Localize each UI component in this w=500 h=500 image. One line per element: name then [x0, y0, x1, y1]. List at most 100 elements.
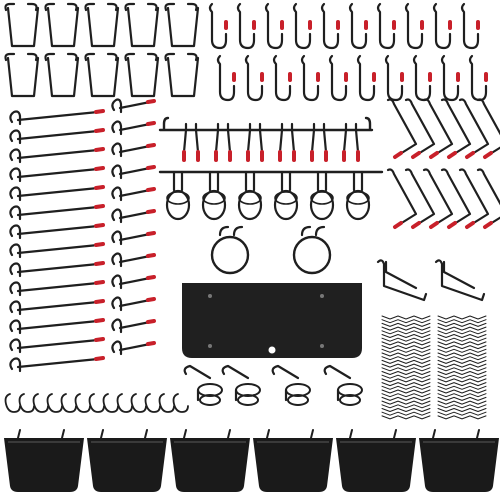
small-curved-hook: [102, 393, 119, 413]
j-hook-with-red-tip: [216, 54, 236, 102]
straight-peg-hook: [9, 223, 105, 240]
black-storage-bin: [87, 429, 167, 492]
small-curved-hook: [32, 393, 49, 413]
straight-peg-hook: [111, 230, 156, 246]
j-hook-with-red-tip: [468, 54, 488, 102]
u-shaped-wire-hook: [4, 52, 40, 98]
small-curved-hook: [158, 393, 175, 413]
straight-peg-hook: [9, 147, 105, 164]
j-hook-with-red-tip: [244, 54, 264, 102]
l-hook-with-red-tip: [476, 168, 500, 229]
u-shaped-wire-hook: [84, 52, 120, 98]
pegboard-locking-clips: [381, 315, 431, 420]
straight-peg-hook: [9, 109, 105, 126]
spring-loop-tool-holder: [183, 364, 223, 406]
black-storage-bin: [170, 429, 250, 492]
multi-ring-tool-holder: [158, 170, 384, 221]
u-shaped-wire-hook: [4, 2, 40, 48]
straight-peg-hook: [111, 142, 156, 158]
j-hook-with-red-tip: [320, 2, 340, 50]
straight-peg-hook: [9, 185, 105, 202]
l-hook-with-red-tip: [386, 98, 418, 159]
straight-peg-hook: [111, 296, 156, 312]
j-hook-with-red-tip: [272, 54, 292, 102]
ring-hook: [210, 225, 250, 275]
small-curved-hook: [18, 393, 35, 413]
u-shaped-wire-hook: [164, 52, 200, 98]
u-shaped-wire-hook: [84, 2, 120, 48]
l-hook-with-red-tip: [458, 98, 490, 159]
u-shaped-wire-hook: [124, 52, 160, 98]
straight-peg-hook: [9, 166, 105, 183]
small-curved-hook: [116, 393, 133, 413]
small-curved-hook: [4, 393, 21, 413]
black-storage-bin: [419, 429, 499, 492]
black-storage-bin: [253, 429, 333, 492]
small-curved-hook: [60, 393, 77, 413]
straight-peg-hook: [111, 252, 156, 268]
straight-peg-hook: [9, 242, 105, 259]
l-hook-with-red-tip: [404, 98, 436, 159]
black-screwdriver-plate: [182, 283, 362, 358]
small-curved-hook: [144, 393, 161, 413]
j-hook-with-red-tip: [432, 2, 452, 50]
wire-shelf-bracket: [376, 259, 428, 302]
l-hook-with-red-tip: [440, 168, 472, 229]
j-hook-with-red-tip: [208, 2, 228, 50]
j-hook-with-red-tip: [404, 2, 424, 50]
black-storage-bin: [4, 429, 84, 492]
ring-hook: [292, 225, 332, 275]
straight-peg-hook: [9, 261, 105, 278]
l-hook-with-red-tip: [458, 168, 490, 229]
pegboard-locking-clips: [437, 315, 487, 420]
straight-peg-hook: [9, 204, 105, 221]
j-hook-with-red-tip: [412, 54, 432, 102]
j-hook-with-red-tip: [460, 2, 480, 50]
straight-peg-hook: [9, 280, 105, 297]
straight-peg-hook: [9, 128, 105, 145]
j-hook-with-red-tip: [264, 2, 284, 50]
j-hook-with-red-tip: [292, 2, 312, 50]
straight-peg-hook: [111, 186, 156, 202]
spring-loop-tool-holder: [271, 364, 311, 406]
straight-peg-hook: [111, 120, 156, 136]
straight-peg-hook: [111, 164, 156, 180]
spring-loop-tool-holder: [323, 364, 363, 406]
j-hook-with-red-tip: [328, 54, 348, 102]
j-hook-with-red-tip: [236, 2, 256, 50]
l-hook-with-red-tip: [476, 98, 500, 159]
straight-peg-hook: [9, 337, 105, 354]
straight-peg-hook: [9, 356, 105, 373]
j-hook-with-red-tip: [356, 54, 376, 102]
l-hook-with-red-tip: [404, 168, 436, 229]
l-hook-with-red-tip: [422, 98, 454, 159]
black-storage-bin: [336, 429, 416, 492]
double-bar-hook-rack: [158, 116, 374, 162]
u-shaped-wire-hook: [164, 2, 200, 48]
small-curved-hook: [74, 393, 91, 413]
wire-shelf-bracket: [434, 259, 486, 302]
small-curved-hook: [172, 393, 189, 413]
straight-peg-hook: [111, 98, 156, 114]
u-shaped-wire-hook: [44, 2, 80, 48]
u-shaped-wire-hook: [124, 2, 160, 48]
small-curved-hook: [46, 393, 63, 413]
straight-peg-hook: [9, 318, 105, 335]
small-curved-hook: [130, 393, 147, 413]
straight-peg-hook: [111, 208, 156, 224]
j-hook-with-red-tip: [440, 54, 460, 102]
straight-peg-hook: [111, 274, 156, 290]
j-hook-with-red-tip: [348, 2, 368, 50]
straight-peg-hook: [111, 318, 156, 334]
small-curved-hook: [88, 393, 105, 413]
j-hook-with-red-tip: [300, 54, 320, 102]
j-hook-with-red-tip: [384, 54, 404, 102]
spring-loop-tool-holder: [221, 364, 261, 406]
straight-peg-hook: [111, 340, 156, 356]
j-hook-with-red-tip: [376, 2, 396, 50]
l-hook-with-red-tip: [422, 168, 454, 229]
u-shaped-wire-hook: [44, 52, 80, 98]
l-hook-with-red-tip: [440, 98, 472, 159]
